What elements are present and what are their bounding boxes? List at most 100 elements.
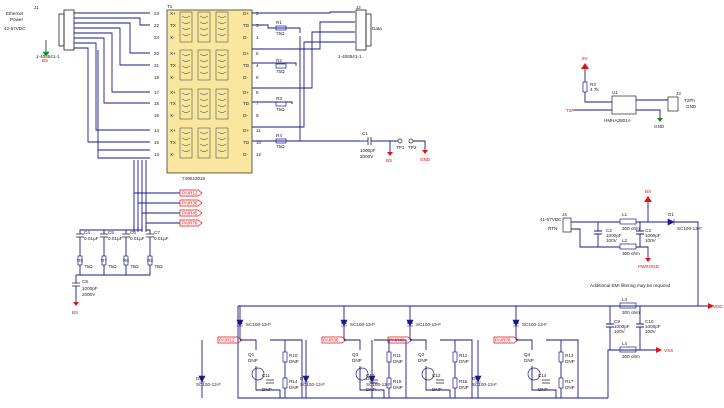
c9-v2: 100V: [614, 329, 626, 334]
term-resistor: [275, 25, 287, 31]
connector-j1: Ethernet Power 42-57VDC J1 1-406541-1 BS: [4, 5, 75, 63]
mosfet-icon: [421, 367, 435, 381]
pair-net-label: PAIR78: [182, 221, 198, 226]
diode-top-ref: D3: [341, 320, 347, 325]
q-ref: Q1: [248, 352, 255, 357]
bridge-r-dnp: DNP: [565, 359, 575, 364]
diode-bottom-ref: D8: [472, 376, 478, 381]
pair-net-flag: [179, 189, 203, 197]
term-res-val: 75Ω: [276, 144, 285, 149]
diode-bottom-ref: D6: [366, 376, 372, 381]
j1-part: 1-406541-1: [36, 54, 60, 59]
rc-res-val: 75Ω: [130, 264, 139, 269]
c8-val1: 1000pF: [82, 286, 98, 291]
c9-v1: 1000pF: [614, 324, 630, 329]
t1-winding: [181, 59, 191, 62]
input-voltage-label: 41-57VDC: [540, 217, 562, 222]
bridge-resistor-bottom: [558, 377, 564, 389]
pair-net-flag: [179, 209, 203, 217]
t1-winding: [217, 65, 227, 68]
q-dnp: DNP: [418, 358, 428, 363]
j1-ref: J1: [34, 5, 39, 10]
diode-bottom-part: SC100-13-F: [300, 382, 325, 387]
bottom-rc-network: C40.01µFR575ΩC50.01µFR775ΩC60.01µFR675ΩC…: [76, 226, 169, 276]
t1-right-pin: 3: [256, 23, 259, 28]
rc-cap-val: 0.01µF: [108, 236, 123, 241]
q-dnp: DNP: [248, 358, 258, 363]
rc-res-ref: R8: [147, 258, 153, 263]
diode-top-ref: D4: [407, 320, 413, 325]
t1-right-pin: 2: [256, 11, 259, 16]
rc-res-val: 75Ω: [84, 264, 93, 269]
rc-cap-val: 0.01µF: [130, 236, 145, 241]
rc-cap-ref: C4: [84, 230, 90, 235]
bridge-r-ref: R12: [459, 353, 468, 358]
diode-top-part: SC100-13-F: [522, 322, 547, 327]
j2-ref: J2: [356, 5, 361, 10]
t1-winding: [217, 92, 227, 95]
t1-right-pin: 11: [256, 128, 261, 133]
term-res-ref: R2: [276, 58, 282, 63]
t1-winding: [181, 98, 191, 101]
t1-left-pin: 14: [154, 128, 160, 133]
input-rtn-label: RTN: [548, 226, 557, 231]
t1-coil: [215, 88, 229, 120]
t1-winding: [181, 71, 191, 74]
bridge-c-dnp: DNP: [432, 387, 442, 392]
t1-left-pin: 20: [154, 51, 160, 56]
diode-bottom-part: SC100-13-F: [366, 382, 391, 387]
bridge-pair-flag: [217, 336, 243, 344]
term-res-ref: R1: [276, 20, 282, 25]
t1-right-pin: 7: [256, 101, 259, 106]
diode-top-ref: D5: [513, 320, 519, 325]
t1-left-pin: 19: [154, 75, 160, 80]
bridge-pair-flag: [321, 336, 347, 344]
c3-v1: 1000pF: [645, 233, 661, 238]
diode-bottom-ref: D7: [300, 376, 306, 381]
t1-left-label: TX: [170, 140, 176, 145]
bridge-pair-flag: [493, 336, 519, 344]
t1-winding: [199, 137, 209, 140]
t1-right-label: D+: [243, 11, 249, 16]
bridge-c-ref: C13: [432, 373, 441, 378]
t1-left-label: TX: [170, 101, 176, 106]
t1-right-label: D+: [243, 90, 249, 95]
voltage-label: 42-57VDC: [4, 26, 26, 31]
t1-part: 749022016: [182, 176, 205, 181]
c2-v1: 1000pF: [606, 233, 622, 238]
c10-v2: 100V: [645, 329, 657, 334]
connector-j2: J2 Data 1-406541-1: [338, 5, 382, 59]
q-ref: Q2: [418, 352, 425, 357]
t1-winding: [181, 15, 191, 18]
input-bs-label: BS: [645, 189, 651, 194]
t1-winding: [217, 21, 227, 24]
j1-gnd-label: BS: [42, 58, 48, 63]
t1-winding: [181, 149, 191, 152]
t1-winding: [217, 15, 227, 18]
bridge-r-dnp: DNP: [393, 359, 403, 364]
diode-top-part: SC100-13-F: [246, 322, 271, 327]
rc-res-ref: R7: [101, 258, 107, 263]
l2-val: 300 ohm: [622, 251, 640, 256]
transformer-j2-wires: [252, 11, 360, 142]
bridge-rb-dnp: DNP: [565, 385, 575, 390]
t1-winding: [181, 131, 191, 134]
bridge-resistor: [452, 351, 458, 363]
bridge-pair-flag: [387, 336, 413, 344]
l3-ref: L3: [622, 297, 628, 302]
bridge-cap: [542, 379, 550, 384]
t2ph-label: T2Ph: [684, 98, 695, 103]
t1-right-pin: 1: [256, 35, 259, 40]
t1-winding: [199, 110, 209, 113]
t1-left-label: X-: [170, 35, 175, 40]
c8-block: C8 1000pF 2000V BS: [72, 275, 98, 315]
bridge-cap: [436, 379, 444, 384]
bridge-c-ref: C12: [366, 373, 375, 378]
c8-val2: 2000V: [82, 292, 96, 297]
t1-right-label: D-: [243, 35, 248, 40]
t1-coil: [179, 49, 193, 81]
t1-winding: [217, 149, 227, 152]
t1-left-pin: 15: [154, 140, 160, 145]
